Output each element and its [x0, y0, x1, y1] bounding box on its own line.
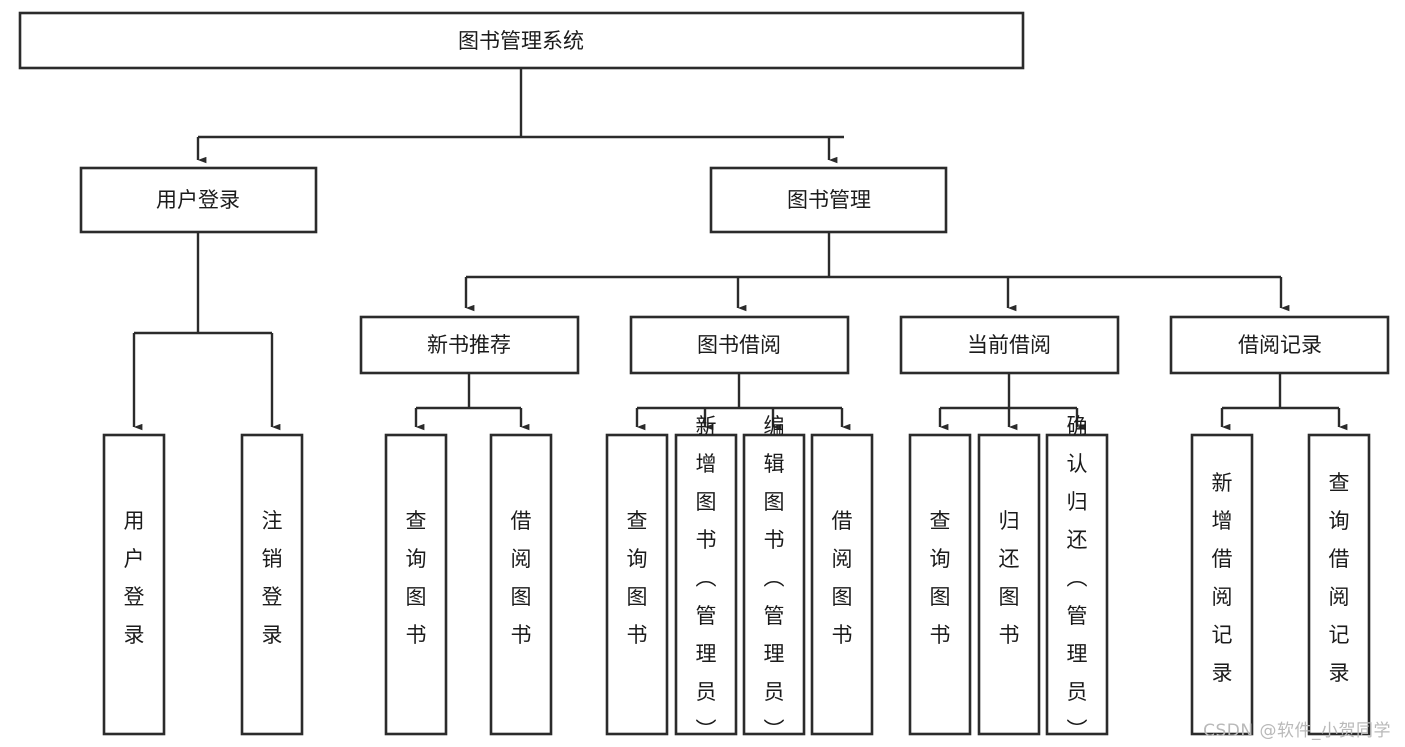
node-current-borrow-box[interactable]: [899, 315, 1120, 375]
node-user-login[interactable]: 用户登录: [79, 166, 318, 234]
leaf-add-record-label: 新增借阅记录: [1212, 471, 1233, 685]
node-book-manage-box[interactable]: [709, 166, 948, 234]
connector-group-book-manage: [464, 232, 1290, 312]
node-borrow-record[interactable]: 借阅记录: [1169, 315, 1390, 375]
leaf-user-login-box[interactable]: [102, 433, 166, 736]
node-user-login-box[interactable]: [79, 166, 318, 234]
leaf-node[interactable]: 借阅图书: [810, 433, 874, 736]
node-new-book-recommend[interactable]: 新书推荐: [359, 315, 580, 375]
leaf-borrow-book-2-label: 借阅图书: [832, 509, 853, 647]
connector-group-new-book: [414, 373, 530, 431]
leaf-query-book-2-box[interactable]: [605, 433, 669, 736]
connector-group-borrow-record: [1220, 373, 1348, 431]
leaf-node[interactable]: 新增图书︵管理员︶: [674, 414, 738, 742]
node-borrow-record-box[interactable]: [1169, 315, 1390, 375]
leaf-add-book-label: 新增图书︵管理员︶: [696, 414, 717, 742]
leaf-node[interactable]: 查询图书: [384, 433, 448, 736]
leaf-node[interactable]: 查询图书: [605, 433, 669, 736]
node-new-book-recommend-box[interactable]: [359, 315, 580, 375]
leaf-node[interactable]: 查询借阅记录: [1307, 433, 1371, 736]
node-book-borrow-box[interactable]: [629, 315, 850, 375]
leaf-node[interactable]: 新增借阅记录: [1190, 433, 1254, 736]
leaf-node[interactable]: 借阅图书: [489, 433, 553, 736]
node-book-manage[interactable]: 图书管理: [709, 166, 948, 234]
leaf-node[interactable]: 归还图书: [977, 433, 1041, 736]
leaf-logout-box[interactable]: [240, 433, 304, 736]
leaf-query-record-label: 查询借阅记录: [1329, 471, 1350, 685]
node-user-login-label: 用户登录: [156, 188, 240, 212]
leaf-edit-book-label: 编辑图书︵管理员︶: [764, 414, 785, 742]
leaf-add-book-box[interactable]: [674, 433, 738, 736]
node-current-borrow[interactable]: 当前借阅: [899, 315, 1120, 375]
node-book-manage-label: 图书管理: [787, 188, 871, 212]
node-borrow-record-label: 借阅记录: [1238, 333, 1322, 357]
connector-group-root: [196, 68, 844, 164]
leaf-node[interactable]: 查询图书: [908, 433, 972, 736]
leaf-add-record-box[interactable]: [1190, 433, 1254, 736]
leaf-return-book-box[interactable]: [977, 433, 1041, 736]
leaf-query-book-1-label: 查询图书: [406, 509, 427, 647]
leaf-logout-label: 注销登录: [262, 509, 283, 647]
node-current-borrow-label: 当前借阅: [967, 333, 1051, 357]
leaf-confirm-return-box[interactable]: [1045, 433, 1109, 736]
leaf-borrow-book-2-box[interactable]: [810, 433, 874, 736]
leaf-borrow-book-1-box[interactable]: [489, 433, 553, 736]
connector-group-user-login: [132, 232, 281, 431]
leaf-user-login-label: 用户登录: [124, 509, 145, 647]
leaf-node[interactable]: 编辑图书︵管理员︶: [742, 414, 806, 742]
leaf-edit-book-box[interactable]: [742, 433, 806, 736]
leaf-query-record-box[interactable]: [1307, 433, 1371, 736]
node-book-borrow[interactable]: 图书借阅: [629, 315, 850, 375]
leaf-borrow-book-1-label: 借阅图书: [511, 509, 532, 647]
node-root-system[interactable]: 图书管理系统: [18, 11, 1025, 70]
node-root-system-label: 图书管理系统: [458, 29, 584, 53]
node-book-borrow-label: 图书借阅: [697, 333, 781, 357]
leaf-return-book-label: 归还图书: [999, 509, 1020, 647]
leaf-node[interactable]: 用户登录: [102, 433, 166, 736]
connector-group-current-borrow: [938, 373, 1086, 431]
leaf-query-book-2-label: 查询图书: [627, 509, 648, 647]
leaf-node[interactable]: 注销登录: [240, 433, 304, 736]
leaf-query-book-1-box[interactable]: [384, 433, 448, 736]
leaf-query-book-3-box[interactable]: [908, 433, 972, 736]
node-root-system-box[interactable]: [18, 11, 1025, 70]
leaf-confirm-return-label: 确认归还︵管理员︶: [1067, 414, 1088, 742]
leaf-node[interactable]: 确认归还︵管理员︶: [1045, 414, 1109, 742]
connector-group-book-borrow: [635, 373, 851, 431]
leaf-query-book-3-label: 查询图书: [930, 509, 951, 647]
node-new-book-recommend-label: 新书推荐: [427, 333, 511, 357]
